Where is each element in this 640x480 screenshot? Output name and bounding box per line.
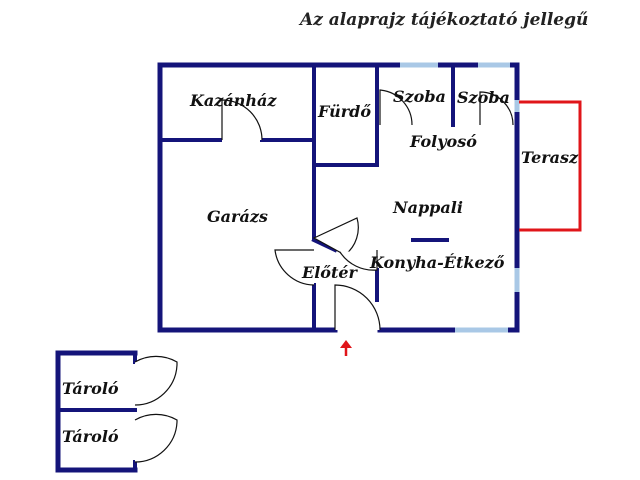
entrance-arrow-icon: [340, 340, 352, 356]
doors: [221, 89, 514, 331]
outer-walls: [157, 62, 520, 333]
storage-walls: [55, 350, 178, 473]
room-label-nappali: Nappali: [392, 198, 463, 217]
room-label-folyoso: Folyosó: [409, 132, 477, 151]
room-label-tarolo-1: Tároló: [62, 379, 119, 398]
room-label-szoba-2: Szoba: [457, 88, 510, 107]
room-label-terasz: Terasz: [521, 148, 579, 167]
door-entrance: [334, 284, 381, 331]
room-label-garazs: Garázs: [207, 207, 268, 226]
plan-caption: Az alaprajz tájékoztató jellegű: [300, 10, 589, 30]
door-szoba-1: [379, 89, 413, 126]
door-szoba-2: [479, 91, 514, 126]
room-label-kazanhaz: Kazánház: [189, 91, 277, 110]
room-label-eloter: Előtér: [301, 263, 359, 282]
door-konyha: [339, 250, 378, 271]
interior-walls: [158, 63, 455, 332]
door-tarolo-1: [134, 355, 178, 406]
door-eloter-left: [274, 249, 315, 286]
room-label-tarolo-2: Tároló: [62, 427, 119, 446]
terrace-outline: [519, 100, 582, 232]
door-kazanhaz: [221, 99, 263, 141]
door-fürdo: [312, 217, 359, 256]
room-label-szoba-1: Szoba: [393, 87, 446, 106]
windows: [400, 62, 520, 333]
room-label-konyha: Konyha-Étkező: [369, 252, 505, 272]
room-label-furdo: Fürdő: [317, 102, 371, 121]
door-tarolo-2: [134, 413, 178, 463]
